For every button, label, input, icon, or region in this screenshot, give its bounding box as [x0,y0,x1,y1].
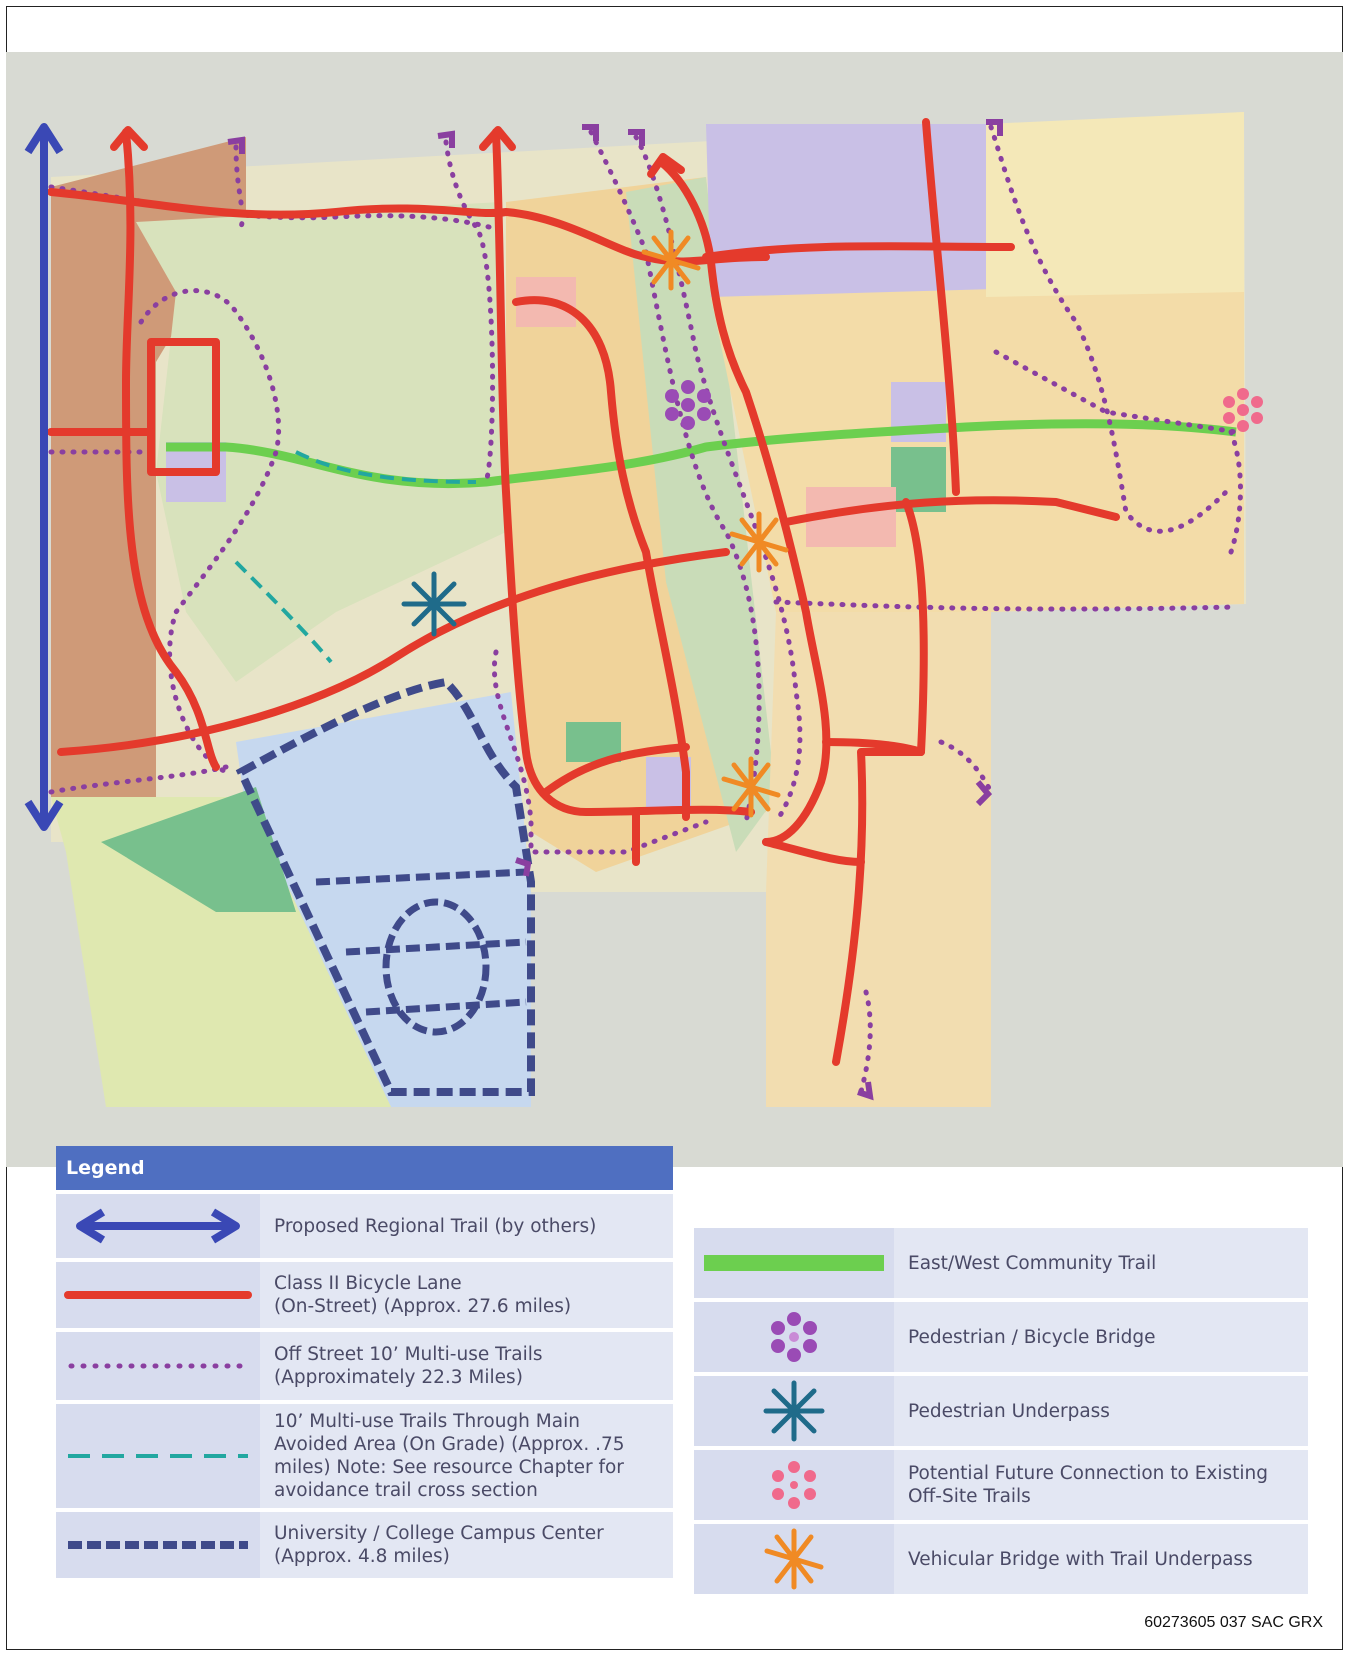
future-connection-icon [1223,388,1263,432]
legend-label-pedestrian-underpass: Pedestrian Underpass [908,1400,1110,1422]
legend-label-avoided-trail: 10’ Multi-use Trails Through Main Avoide… [274,1411,625,1501]
legend-row-bike-lane: Class II Bicycle Lane (On-Street) (Appro… [56,1262,673,1328]
double-arrow-icon [76,1208,240,1244]
pink-flower-icon [772,1461,816,1509]
legend-row-regional-trail: Proposed Regional Trail (by others) [56,1194,673,1258]
red-line-icon [64,1291,252,1299]
community-trail-symbol [694,1228,894,1298]
avoided-trail-path-2 [295,450,477,484]
document-code: 60273605 037 SAC GRX [1144,1614,1323,1631]
vehicular-bridge-icon [641,229,789,818]
legend-left: Legend Proposed Regional Trail (by other… [56,1146,673,1578]
legend-label-campus-center: University / College Campus Center (Appr… [274,1523,604,1567]
legend-row-multi-use-trail: Off Street 10’ Multi-use Trails (Approxi… [56,1332,673,1400]
multi-use-trail-symbol [56,1332,260,1400]
regional-trail-symbol [56,1194,260,1258]
campus-internal-paths [315,868,527,1016]
teal-dashed-line-icon [68,1454,248,1458]
legend-label-vehicular-bridge: Vehicular Bridge with Trail Underpass [908,1548,1253,1570]
legend-label-bike-lane: Class II Bicycle Lane (On-Street) (Appro… [274,1273,572,1317]
legend-row-future-connection: Potential Future Connection to Existing … [694,1450,1308,1520]
vehicular-bridge-symbol [694,1524,894,1594]
regional-trail [24,123,64,831]
legend-row-community-trail: East/West Community Trail [694,1228,1308,1298]
pedestrian-underpass-symbol [694,1376,894,1446]
parcel-residential-northeast [986,112,1244,297]
navy-dashed-line-icon [68,1541,248,1549]
legend-right: East/West Community Trail Pedestrian / B… [694,1228,1308,1598]
legend-label-future-connection: Potential Future Connection to Existing … [908,1463,1269,1507]
parcel-southwest [51,797,391,1107]
parcel-residential-southeast [766,612,991,1107]
pedestrian-bridge-symbol [694,1302,894,1372]
bike-lane-arrowheads [110,126,685,178]
legend-label-community-trail: East/West Community Trail [908,1252,1157,1274]
legend-label-pedestrian-bridge: Pedestrian / Bicycle Bridge [908,1326,1156,1348]
trail-end-caps [227,119,1003,1101]
campus-oval [382,898,490,1036]
parcel-park-southwest [101,787,296,912]
purple-flower-icon [771,1312,817,1362]
multi-use-trails [48,124,1243,1095]
blue-asterisk-icon [763,1380,825,1442]
green-bar-icon [704,1255,884,1271]
legend-row-pedestrian-bridge: Pedestrian / Bicycle Bridge [694,1302,1308,1372]
legend-row-avoided-trail: 10’ Multi-use Trails Through Main Avoide… [56,1404,673,1508]
legend-row-vehicular-bridge: Vehicular Bridge with Trail Underpass [694,1524,1308,1594]
legend-row-campus-center: University / College Campus Center (Appr… [56,1512,673,1578]
legend-row-pedestrian-underpass: Pedestrian Underpass [694,1376,1308,1446]
legend-label-regional-trail: Proposed Regional Trail (by others) [274,1215,597,1237]
pedestrian-bridge-icon [665,380,711,430]
orange-asterisk-icon [764,1528,824,1590]
avoided-trail-symbol [56,1404,260,1508]
future-connection-symbol [694,1450,894,1520]
parcel-open-space [136,202,506,682]
bike-lane-symbol [56,1262,260,1328]
campus-center-symbol [56,1512,260,1578]
parcel-creek-corridor [626,177,776,852]
legend-title: Legend [56,1146,673,1190]
purple-dotted-line-icon [68,1363,252,1369]
trail-map [6,52,1343,1167]
pedestrian-underpass-icon [401,571,467,637]
parcel-school [706,124,986,297]
legend-label-multi-use-trail: Off Street 10’ Multi-use Trails (Approxi… [274,1344,543,1388]
avoided-trail-path-1 [234,560,333,664]
